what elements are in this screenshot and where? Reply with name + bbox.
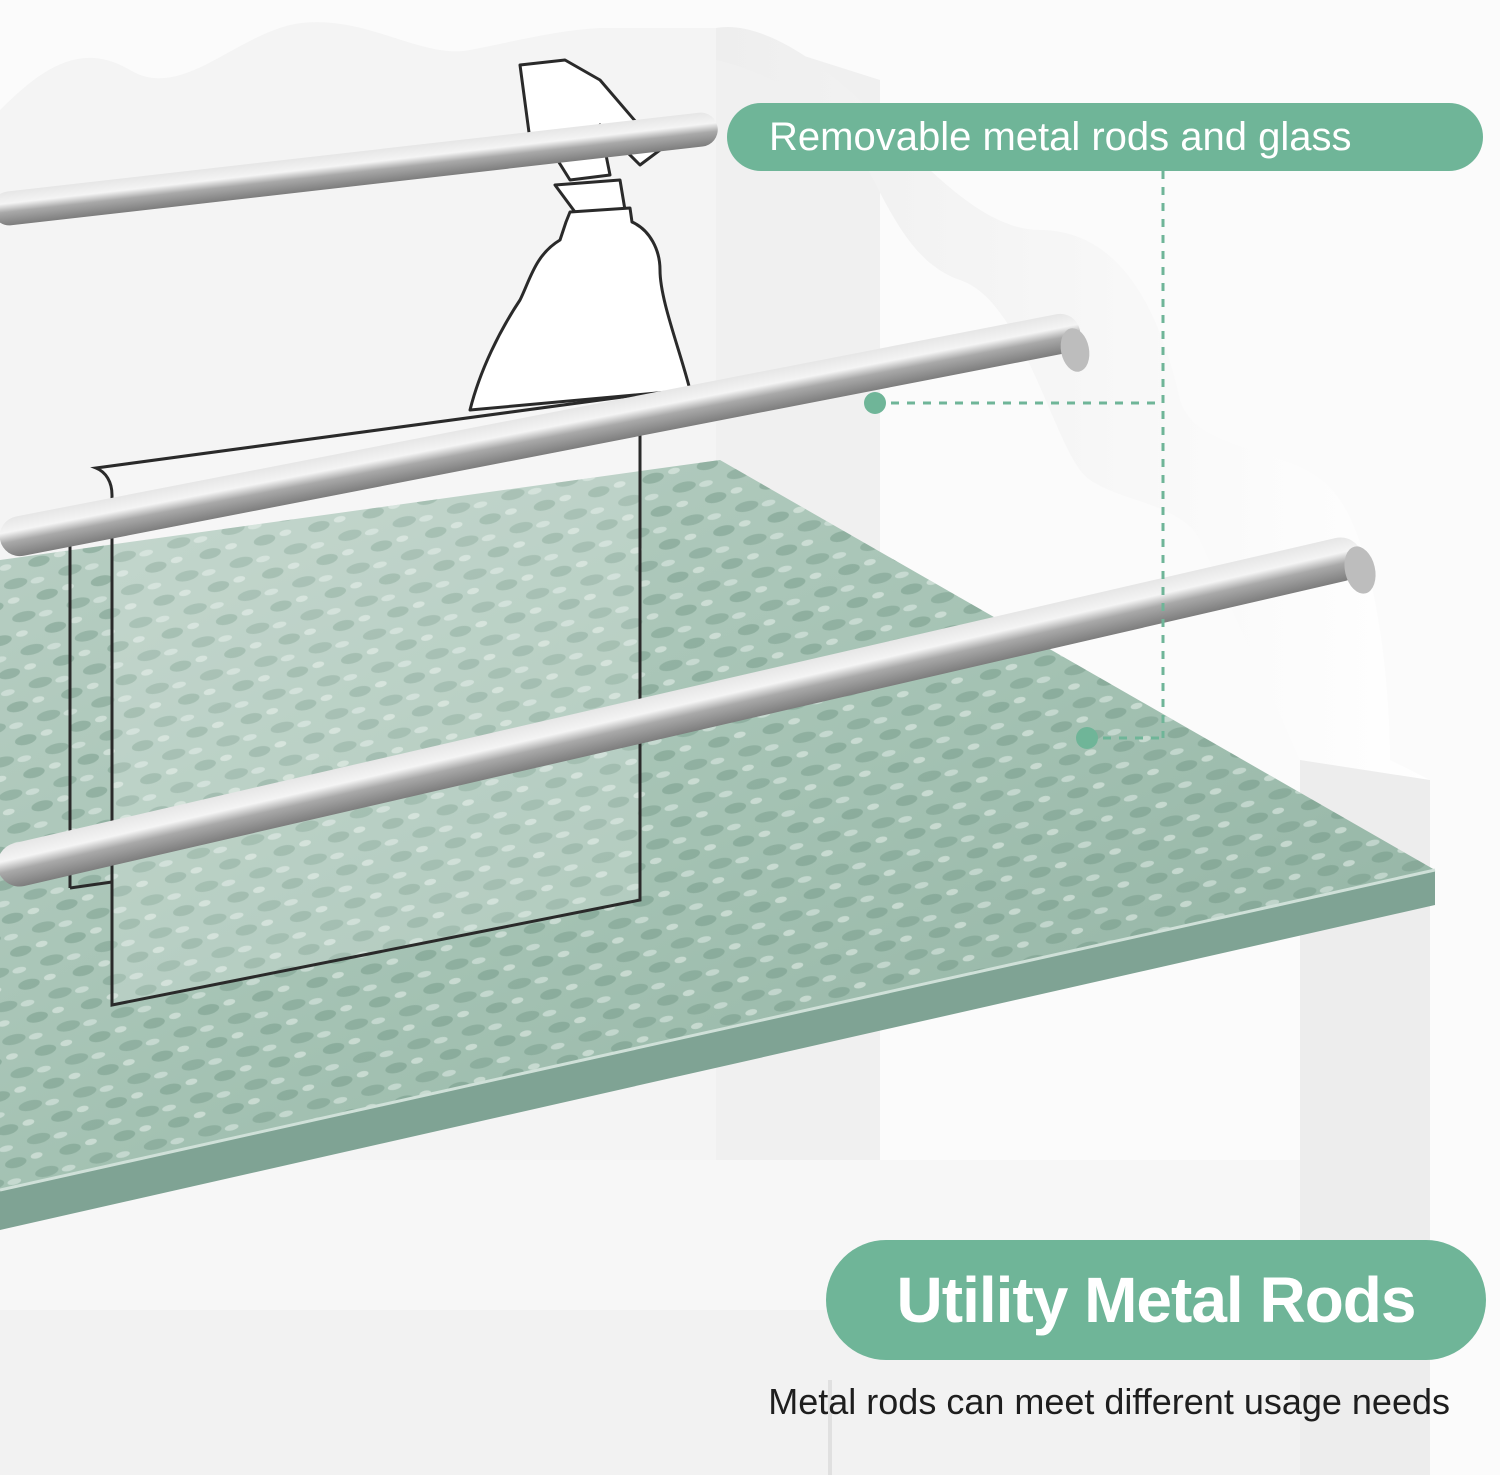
callout-dot-glass [1076,727,1098,749]
callout-lines [875,171,1165,740]
feature-title: Utility Metal Rods [826,1240,1486,1360]
callout-dot-rod [864,392,886,414]
callout-label-rods-glass: Removable metal rods and glass [727,103,1483,171]
feature-description: Metal rods can meet different usage need… [768,1381,1450,1422]
